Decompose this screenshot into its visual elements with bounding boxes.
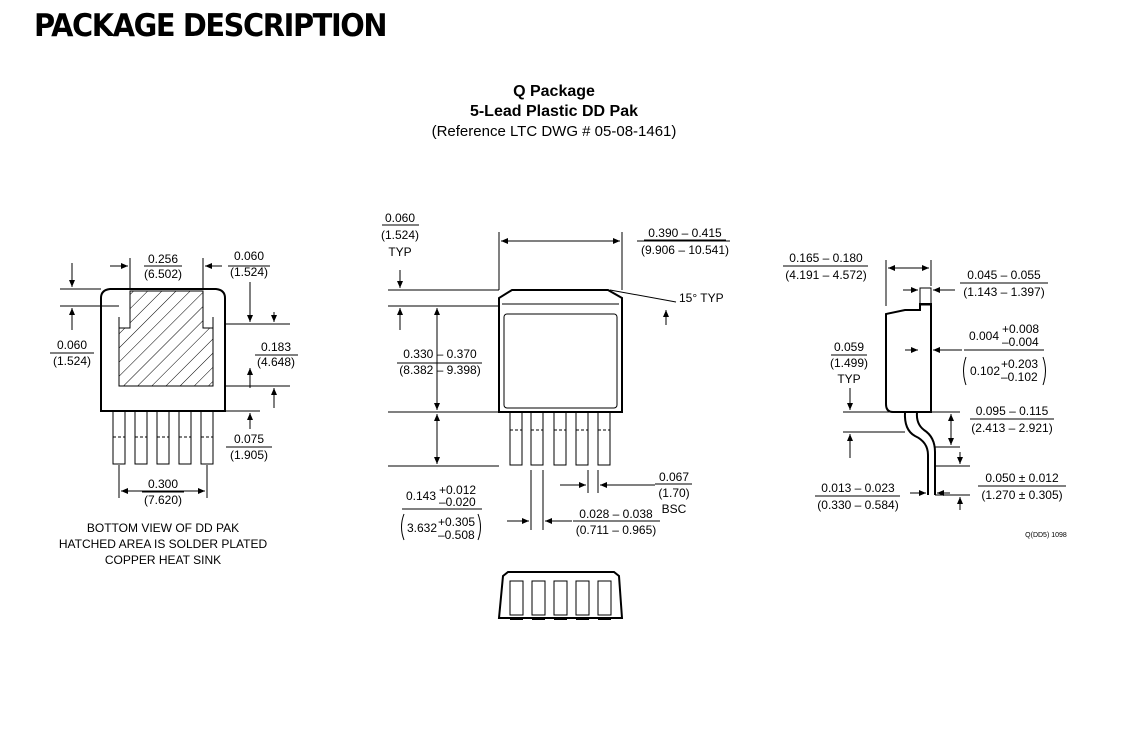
drawing-code: Q(DD5) 1098 (1025, 532, 1067, 539)
dim-lead-span-in: 0.300 (148, 477, 178, 491)
dim-lead-bend-mm: (2.413 – 2.921) (971, 421, 1052, 435)
dim-lead-thickness-mm: (0.330 – 0.584) (817, 498, 898, 512)
front-view: 0.060 (1.524) TYP 0.390 – 0.415 (9.906 –… (381, 211, 730, 620)
dim-lead-length-tol-minus: –0.020 (439, 495, 476, 509)
bottom-view-leads (112, 410, 214, 465)
dim-standoff-tol-minus: –0.004 (1002, 335, 1039, 349)
dim-lead-length-tol-plus: +0.012 (439, 483, 476, 497)
dim-standoff-mm-tol-plus: +0.203 (1001, 357, 1038, 371)
dim-lead-length-mm: 3.632 (407, 521, 437, 535)
dim-body-height-mm: (8.382 – 9.398) (399, 363, 480, 377)
dim-tab-height-in: 0.060 (385, 211, 415, 225)
dim-lead-offset-side-mm: (1.499) (830, 356, 868, 370)
page-heading: PACKAGE DESCRIPTION (34, 8, 388, 44)
dim-package-height-in: 0.165 – 0.180 (789, 251, 863, 265)
dim-lead-span-mm: (7.620) (144, 493, 182, 507)
dim-standoff-mm: 0.102 (970, 364, 1000, 378)
dim-heatsink-width-mm: (6.502) (144, 267, 182, 281)
dim-heatsink-offset-in: 0.060 (234, 249, 264, 263)
package-title-block: Q Package 5-Lead Plastic DD Pak (Referen… (404, 82, 704, 142)
dim-lead-pitch-mm: (1.70) (658, 486, 689, 500)
dim-heatsink-top-mm: (1.524) (53, 354, 91, 368)
dim-heatsink-offset-mm: (1.524) (230, 265, 268, 279)
dim-heatsink-width-in: 0.256 (148, 252, 178, 266)
side-view: 0.165 – 0.180 (4.191 – 4.572) 0.045 – 0.… (783, 251, 1067, 539)
front-view-leads (509, 411, 611, 466)
dim-tab-height-mm: (1.524) (381, 228, 419, 242)
dim-lead-length-in: 0.143 (406, 489, 436, 503)
dim-lead-length-mm-tol-plus: +0.305 (438, 515, 475, 529)
caption-heat-sink: COPPER HEAT SINK (105, 553, 221, 567)
dim-standoff-in: 0.004 (969, 329, 999, 343)
dim-lead-bend-in: 0.095 – 0.115 (976, 404, 1049, 418)
caption-hatched-area: HATCHED AREA IS SOLDER PLATED (59, 537, 268, 551)
dim-lead-length-mm-tol-minus: –0.508 (438, 528, 475, 542)
dim-lead-pitch-in: 0.067 (659, 470, 689, 484)
dim-body-height-in: 0.330 – 0.370 (403, 347, 477, 361)
dim-body-width-mm: (9.906 – 10.541) (641, 243, 729, 257)
dim-lead-pitch-note: BSC (662, 502, 687, 516)
dim-lead-foot-in: 0.050 ± 0.012 (985, 471, 1059, 485)
dim-tab-thickness-in: 0.045 – 0.055 (967, 268, 1041, 282)
caption-bottom-view: BOTTOM VIEW OF DD PAK (87, 521, 239, 535)
dim-tab-thickness-mm: (1.143 – 1.397) (963, 285, 1044, 299)
dim-standoff-mm-tol-minus: –0.102 (1001, 370, 1038, 384)
dim-lead-thickness-in: 0.013 – 0.023 (821, 481, 895, 495)
dim-lead-width-in: 0.028 – 0.038 (579, 507, 653, 521)
dim-package-height-mm: (4.191 – 4.572) (785, 268, 866, 282)
dim-heatsink-height-mm: (4.648) (257, 355, 295, 369)
dim-lead-foot-mm: (1.270 ± 0.305) (981, 488, 1062, 502)
dim-chamfer-angle: 15° TYP (679, 291, 724, 305)
dim-standoff-tol-plus: +0.008 (1002, 322, 1039, 336)
dim-heatsink-height-in: 0.183 (261, 340, 291, 354)
dim-body-width-in: 0.390 – 0.415 (648, 226, 722, 240)
package-name: Q Package (513, 83, 595, 100)
dim-lead-offset-side-in: 0.059 (834, 340, 864, 354)
bottom-view: 0.256 (6.502) 0.060 (1.524) 0.060 (1.524… (50, 249, 298, 567)
dim-lead-width-mm: (0.711 – 0.965) (576, 523, 657, 537)
dim-tab-height-note: TYP (388, 245, 411, 259)
dim-lead-offset-side-note: TYP (837, 372, 860, 386)
dim-lead-offset-in: 0.075 (234, 432, 264, 446)
reference-drawing: (Reference LTC DWG # 05-08-1461) (431, 123, 677, 140)
dim-heatsink-top-in: 0.060 (57, 338, 87, 352)
dim-lead-offset-mm: (1.905) (230, 448, 268, 462)
package-type: 5-Lead Plastic DD Pak (469, 103, 639, 120)
